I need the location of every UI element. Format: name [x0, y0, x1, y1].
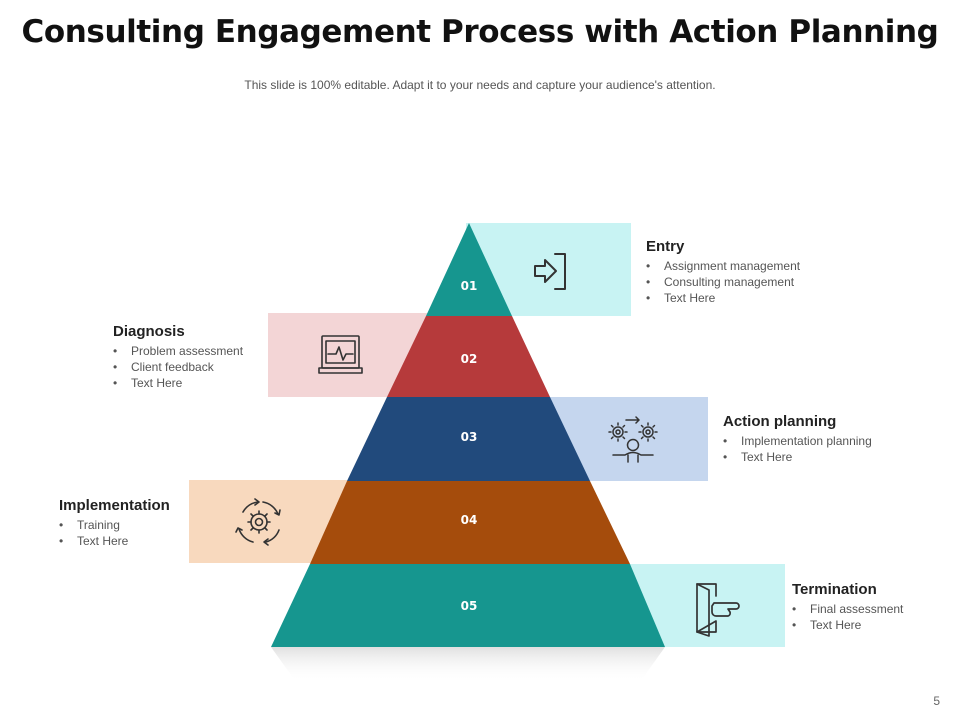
- bullet-item: Assignment management: [646, 258, 800, 274]
- bullet-item: Text Here: [723, 449, 872, 465]
- bullet-item: Text Here: [113, 375, 243, 391]
- enter-arrow-icon: [534, 253, 566, 290]
- action-planning-block: Action planning Implementation planning …: [723, 413, 872, 465]
- bullet-list: Problem assessment Client feedback Text …: [113, 343, 243, 391]
- exit-door-icon: [696, 583, 740, 637]
- block-title: Diagnosis: [113, 323, 185, 340]
- bullet-item: Client feedback: [113, 359, 243, 375]
- entry-block: Entry Assignment management Consulting m…: [646, 238, 800, 306]
- level-number: 01: [461, 279, 478, 293]
- level-number: 05: [461, 599, 478, 613]
- cycle-gear-icon: [235, 498, 281, 546]
- pyramid-level-03: [347, 397, 590, 481]
- pyramid-level-01: [426, 223, 512, 316]
- pyramid-level-04: [310, 481, 630, 564]
- bullet-item: Implementation planning: [723, 433, 872, 449]
- bullet-list: Final assessment Text Here: [792, 601, 903, 633]
- bullet-item: Final assessment: [792, 601, 903, 617]
- block-title: Termination: [792, 581, 877, 598]
- termination-block: Termination Final assessment Text Here: [792, 581, 903, 633]
- implementation-block: Implementation Training Text Here: [59, 497, 170, 549]
- pyramid-level-02: [387, 316, 550, 397]
- team-gears-icon: [608, 416, 658, 463]
- bullet-list: Assignment management Consulting managem…: [646, 258, 800, 306]
- page-number: 5: [933, 694, 940, 708]
- bullet-item: Text Here: [792, 617, 903, 633]
- bullet-list: Training Text Here: [59, 517, 170, 549]
- bullet-item: Text Here: [59, 533, 170, 549]
- block-title: Implementation: [59, 497, 170, 514]
- level-number: 02: [461, 352, 478, 366]
- bullet-list: Implementation planning Text Here: [723, 433, 872, 465]
- bullet-item: Training: [59, 517, 170, 533]
- pyramid-shadow: [271, 647, 665, 682]
- block-title: Action planning: [723, 413, 837, 430]
- bullet-item: Consulting management: [646, 274, 800, 290]
- block-title: Entry: [646, 238, 685, 255]
- level-number: 04: [461, 513, 478, 527]
- pyramid-level-05: [271, 564, 665, 647]
- slide-subtitle: This slide is 100% editable. Adapt it to…: [244, 78, 716, 92]
- monitor-heartbeat-icon: [318, 335, 363, 374]
- slide-title: Consulting Engagement Process with Actio…: [21, 14, 939, 50]
- bullet-item: Text Here: [646, 290, 800, 306]
- level-number: 03: [461, 430, 478, 444]
- bullet-item: Problem assessment: [113, 343, 243, 359]
- diagnosis-block: Diagnosis Problem assessment Client feed…: [113, 323, 243, 391]
